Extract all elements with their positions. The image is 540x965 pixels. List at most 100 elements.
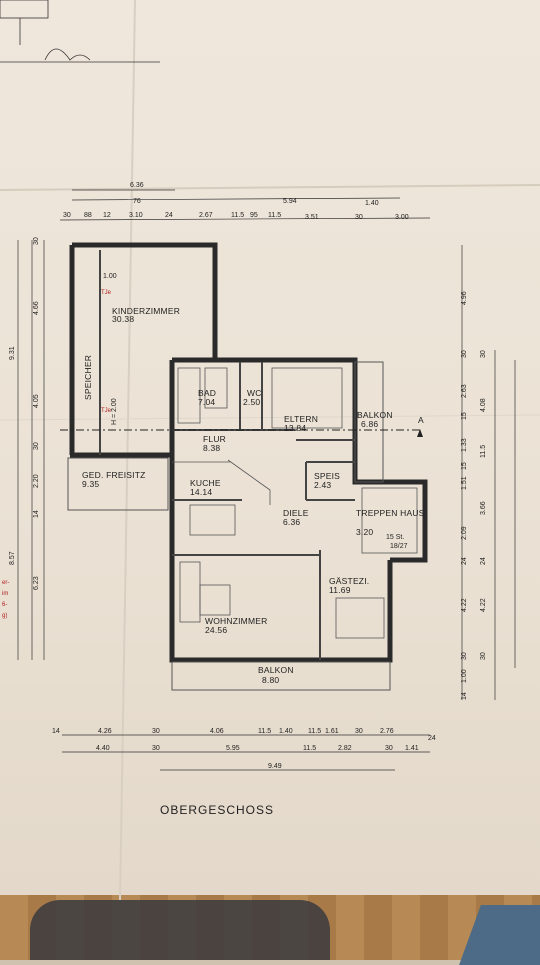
- dim-right-9: 15: [461, 462, 468, 470]
- dim-left-8: 6.23: [33, 576, 40, 590]
- paper-fold-middle: [0, 414, 540, 421]
- room-treppenhaus-area: 3.20: [356, 527, 373, 537]
- room-treppenhaus-name: TREPPEN HAUS: [356, 508, 425, 518]
- side-red-text-4: g): [2, 613, 7, 619]
- dim-left-7: 14: [33, 510, 40, 518]
- dim-right-1: 4.96: [461, 291, 468, 305]
- dimensions-top: 6.36 76 5.94 1.40 30 88 12 3.10 24 2.67 …: [63, 182, 409, 221]
- dim-top-14: 3.51: [305, 214, 319, 221]
- dim-bottom-6: 1.40: [279, 728, 293, 735]
- dim-top-5: 30: [63, 212, 71, 219]
- room-wc-name: WC: [247, 388, 262, 398]
- dim-bottom-17: 30: [385, 745, 393, 752]
- section-marker-arrow: [417, 429, 423, 437]
- dim-top-11: 11.5: [231, 212, 244, 219]
- dim-left-4: 4.05: [33, 394, 40, 408]
- room-speis-name: SPEIS: [314, 471, 340, 481]
- plan-title: OBERGESCHOSS: [160, 803, 274, 817]
- dim-bottom-14: 5.95: [226, 745, 240, 752]
- furniture: [172, 367, 418, 639]
- dimensions-right: 4.96 30 30 2.63 4.08 15 1.33 11.5 15 1.5…: [461, 291, 487, 700]
- dim-right-15: 4.22: [461, 598, 468, 612]
- dimensions-left: 30 4.66 9.31 4.05 30 2.20 14 6.23 8.57: [9, 237, 40, 590]
- plan-paper: [0, 0, 540, 900]
- annotation-tje-lower: TJe: [101, 408, 112, 414]
- room-freisitz-name: GED. FREISITZ: [82, 470, 146, 480]
- side-red-text-2: im: [2, 591, 8, 597]
- dim-left-2: 4.66: [33, 301, 40, 315]
- photographer-shadow: [30, 900, 330, 960]
- dim-right-18: 30: [480, 652, 487, 660]
- dim-right-6: 15: [461, 412, 468, 420]
- dim-right-7: 1.33: [461, 438, 468, 452]
- room-kuche-name: KUCHE: [190, 478, 221, 488]
- section-marker-label: A: [418, 415, 424, 425]
- side-red-text-1: er-: [2, 580, 9, 586]
- dim-right-4: 2.63: [461, 384, 468, 398]
- dim-top-3: 5.94: [283, 198, 297, 205]
- dim-left-5: 30: [33, 442, 40, 450]
- dim-right-10: 1.51: [461, 476, 468, 490]
- dim-top-10: 2.67: [199, 212, 213, 219]
- room-bad-name: BAD: [198, 388, 216, 398]
- room-freisitz-area: 9.35: [82, 479, 99, 489]
- dim-bottom-8: 1.61: [325, 728, 339, 735]
- dim-right-8: 11.5: [480, 445, 487, 458]
- dim-bottom-3: 30: [152, 728, 160, 735]
- dim-bottom-5: 11.5: [258, 728, 271, 735]
- dim-bottom-7: 11.5: [308, 728, 321, 735]
- dim-bottom-4: 4.06: [210, 728, 224, 735]
- room-kuche-area: 14.14: [190, 487, 212, 497]
- annotation-stair-ratio: 18/27: [390, 543, 408, 550]
- previous-drawing-fragment: [0, 0, 160, 63]
- dim-right-14: 24: [480, 557, 487, 565]
- dim-top-2: 76: [133, 198, 141, 205]
- room-labels: KINDERZIMMER 30.38 SPEICHER BAD 7.04 WC …: [82, 306, 425, 685]
- dim-bottom-1: 14: [52, 728, 60, 735]
- dim-top-4: 1.40: [365, 200, 379, 207]
- dim-bottom-2: 4.26: [98, 728, 112, 735]
- room-kinderzimmer-area: 30.38: [112, 314, 134, 324]
- dim-right-17: 30: [461, 652, 468, 660]
- annotation-tje-upper: TJe: [101, 290, 112, 296]
- room-balkon-south-area: 8.80: [262, 675, 279, 685]
- room-flur-area: 8.38: [203, 443, 220, 453]
- paper-fold-vertical: [119, 0, 136, 901]
- dim-bottom-18: 1.41: [405, 745, 419, 752]
- dim-top-1: 6.36: [130, 182, 144, 189]
- room-balkon-south-name: BALKON: [258, 665, 294, 675]
- annotation-kinderzimmer-width: 1.00: [103, 273, 117, 280]
- room-diele-area: 6.36: [283, 517, 300, 527]
- dim-right-19: 1.00: [461, 669, 468, 683]
- dim-right-2: 30: [461, 350, 468, 358]
- dim-bottom-19: 9.49: [268, 763, 282, 770]
- dim-top-8: 3.10: [129, 212, 143, 219]
- dim-bottom-10: 2.76: [380, 728, 394, 735]
- room-speis-area: 2.43: [314, 480, 331, 490]
- dim-bottom-12: 4.40: [96, 745, 110, 752]
- dim-right-12: 2.09: [461, 526, 468, 540]
- dim-left-9: 8.57: [9, 551, 16, 565]
- dim-top-16: 3.00: [395, 214, 409, 221]
- room-eltern-area: 13.84: [284, 423, 306, 433]
- room-speicher-name: SPEICHER: [83, 355, 93, 400]
- room-bad-area: 7.04: [198, 397, 215, 407]
- balcony-outlines: [67, 361, 391, 691]
- room-kinderzimmer-name: KINDERZIMMER: [112, 306, 180, 316]
- dim-left-6: 2.20: [33, 474, 40, 488]
- dim-right-11: 3.66: [480, 501, 487, 515]
- room-balkon-name: BALKON: [357, 410, 393, 420]
- room-eltern-name: ELTERN: [284, 414, 318, 424]
- dim-top-7: 12: [103, 212, 111, 219]
- dim-bottom-13: 30: [152, 745, 160, 752]
- dimensions-bottom: 14 4.26 30 4.06 11.5 1.40 11.5 1.61 30 2…: [52, 728, 436, 770]
- room-wohnzimmer-area: 24.56: [205, 625, 227, 635]
- room-gaestezi-name: GÄSTEZI.: [329, 576, 369, 586]
- dim-bottom-15: 11.5: [303, 745, 316, 752]
- annotation-stair-count: 15 St.: [386, 534, 404, 541]
- room-wc-area: 2.50: [243, 397, 260, 407]
- side-red-text-3: 6-: [2, 602, 7, 608]
- annotation-speicher-height: H = 2.00: [111, 398, 118, 425]
- room-diele-name: DIELE: [283, 508, 309, 518]
- dim-left-1: 30: [33, 237, 40, 245]
